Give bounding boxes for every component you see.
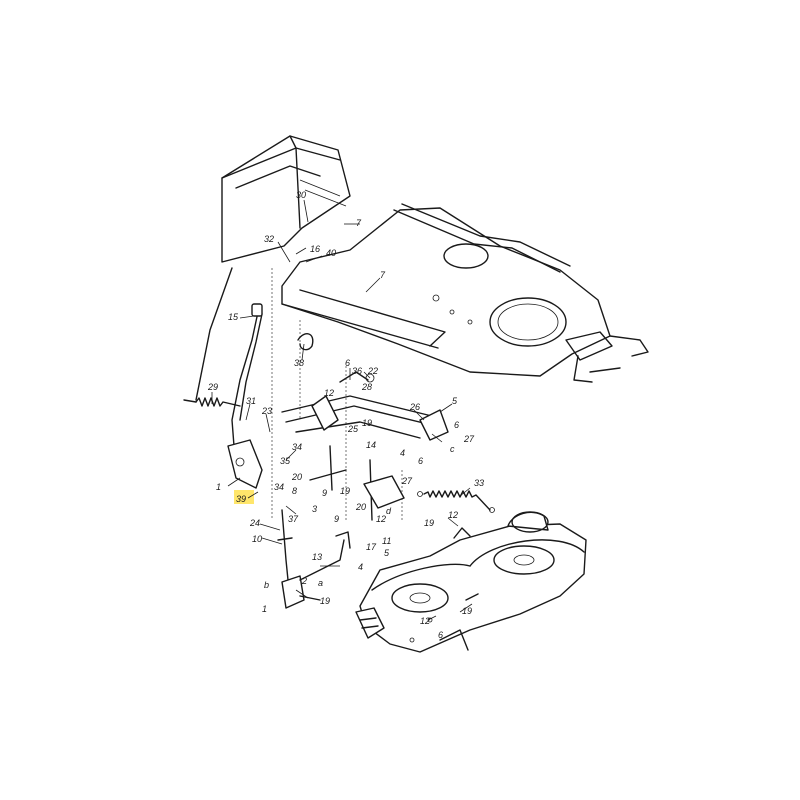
callout-l27b: 27: [401, 476, 413, 486]
callout-l12c: 12: [448, 510, 458, 520]
callout-l6a: 6: [345, 358, 350, 368]
callout-l9b: 9: [334, 514, 339, 524]
callout-l26: 26: [409, 402, 420, 412]
callout-l23: 23: [261, 406, 272, 416]
callout-l25: 25: [347, 424, 359, 434]
callout-l10: 10: [252, 534, 262, 544]
callout-l9a: 9: [322, 488, 327, 498]
callout-l36: 36: [352, 366, 362, 376]
callout-l1b: 1: [262, 604, 267, 614]
callout-l11: 11: [382, 536, 391, 546]
callout-l32: 32: [264, 234, 274, 244]
callout-l19c: 19: [424, 518, 434, 528]
callout-l19b: 19: [340, 486, 350, 496]
callout-l16: 16: [310, 244, 320, 254]
callout-l12b: 12: [376, 514, 386, 524]
callout-l1a: 1: [216, 482, 221, 492]
callout-l7b: 7: [380, 270, 386, 280]
callout-l34b: 34: [274, 482, 284, 492]
callout-l17: 17: [366, 542, 377, 552]
callout-l40: 40: [326, 248, 336, 258]
callout-l19e: 19: [462, 606, 472, 616]
callout-l12a: 12: [324, 388, 334, 398]
callout-l14: 14: [366, 440, 376, 450]
callout-l28: 28: [361, 382, 372, 392]
callout-l5b: 5: [384, 548, 390, 558]
callout-l6b: 6: [454, 420, 459, 430]
callout-l29: 29: [207, 382, 218, 392]
deck-drawing: [355, 511, 587, 653]
highlight-box-39: [234, 490, 254, 504]
callout-l35: 35: [280, 456, 291, 466]
callout-l37: 37: [288, 514, 299, 524]
leader-lines: [211, 199, 473, 621]
callout-l3: 3: [312, 504, 317, 514]
callout-l8: 8: [292, 486, 297, 496]
callout-ld: d: [386, 506, 392, 516]
callout-l34a: 34: [292, 442, 302, 452]
frame-drawing: [221, 135, 649, 383]
callout-l19d: 19: [320, 596, 330, 606]
callout-l6d: 6: [438, 630, 443, 640]
callout-l27a: 27: [463, 434, 475, 444]
callout-l38: 38: [294, 358, 304, 368]
callout-l15: 15: [228, 312, 239, 322]
callout-lb: b: [264, 580, 269, 590]
callout-l12d: 12: [420, 616, 430, 626]
callout-l5a: 5: [452, 396, 458, 406]
callout-l19a: 19: [362, 418, 372, 428]
callout-l4b: 4: [358, 562, 363, 572]
callout-l33: 33: [474, 478, 484, 488]
callout-l30: 30: [296, 190, 306, 200]
callout-l6c: 6: [418, 456, 423, 466]
callout-la: a: [318, 578, 323, 588]
callout-l13: 13: [312, 552, 322, 562]
callout-l2: 2: [301, 576, 307, 586]
callout-l7a: 7: [356, 218, 362, 228]
callout-l20b: 20: [355, 502, 366, 512]
callout-l20a: 20: [291, 472, 302, 482]
callout-l39: 39: [236, 494, 246, 504]
callout-lc: c: [450, 444, 455, 454]
callout-l24: 24: [249, 518, 260, 528]
callout-l22: 22: [367, 366, 378, 376]
linkage-drawing: [183, 267, 495, 609]
callout-l4a: 4: [400, 448, 405, 458]
callout-l31: 31: [246, 396, 256, 406]
